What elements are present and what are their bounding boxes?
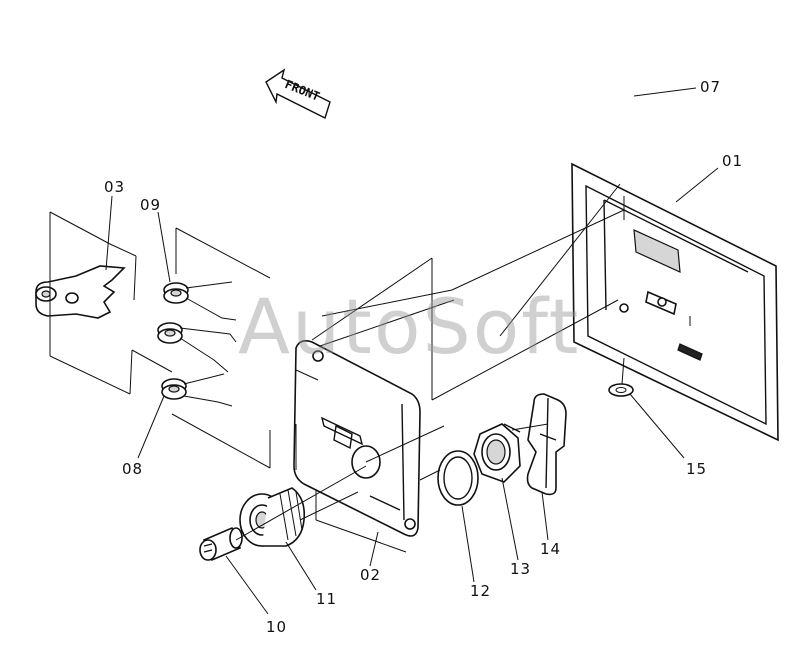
part-15-clip xyxy=(608,383,634,397)
callout-labels: 07 01 03 09 08 15 02 14 13 12 11 10 xyxy=(104,78,743,636)
alignment-lines xyxy=(49,183,625,553)
callout-15: 15 xyxy=(686,460,707,478)
callout-13: 13 xyxy=(510,560,531,578)
part-08-spring xyxy=(161,373,233,407)
callout-10: 10 xyxy=(266,618,287,636)
front-arrow: FRONT xyxy=(265,68,331,119)
middle-spring xyxy=(157,322,237,373)
callout-09: 09 xyxy=(140,196,161,214)
callout-03: 03 xyxy=(104,178,125,196)
part-14-cam xyxy=(526,393,567,496)
part-11-bushing xyxy=(239,487,306,547)
part-13-nut xyxy=(473,423,521,483)
callout-08: 08 xyxy=(122,460,143,478)
callout-01: 01 xyxy=(722,152,743,170)
callout-07: 07 xyxy=(700,78,721,96)
part-10-cylinder xyxy=(199,526,243,562)
part-09-spring xyxy=(163,281,237,321)
part-02-plate xyxy=(293,340,421,537)
callout-14: 14 xyxy=(540,540,561,558)
callout-02: 02 xyxy=(360,566,381,584)
callout-12: 12 xyxy=(470,582,491,600)
leader-lines xyxy=(105,87,719,615)
callout-11: 11 xyxy=(316,590,337,608)
part-01-housing xyxy=(571,162,779,442)
part-03-lever xyxy=(35,265,126,319)
part-12-gasket xyxy=(437,450,479,506)
